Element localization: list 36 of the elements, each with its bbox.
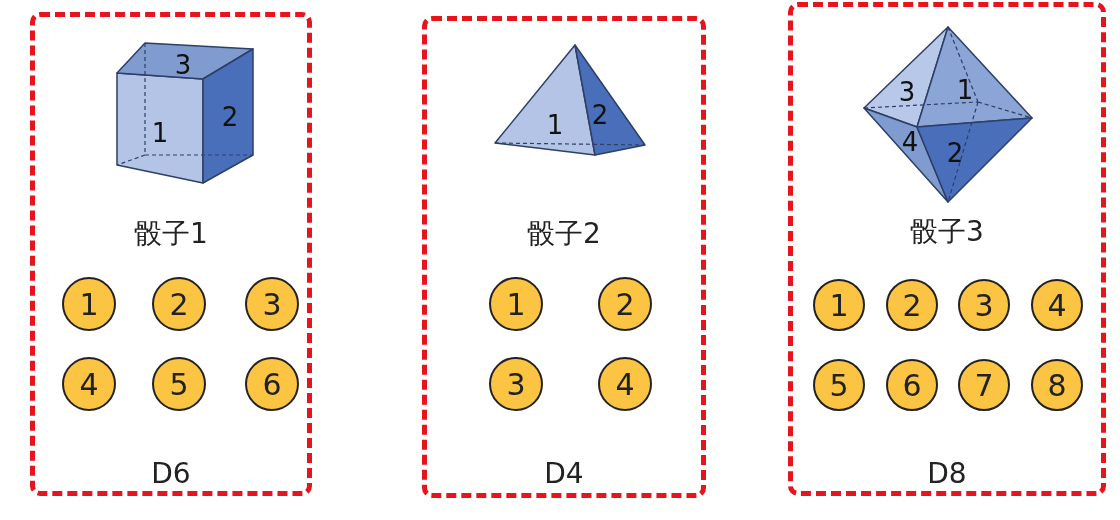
die-title: 骰子2: [527, 217, 601, 251]
die-notation: D6: [151, 457, 191, 491]
face-number: 2: [946, 139, 964, 167]
number-circle: 4: [598, 357, 652, 411]
number-circle: 2: [886, 279, 938, 331]
face-number: 1: [546, 111, 564, 139]
number-circle: 1: [813, 279, 865, 331]
die-notation: D8: [927, 457, 967, 491]
face-number: 2: [221, 103, 239, 131]
number-circle: 4: [1031, 279, 1083, 331]
number-circle: 3: [245, 277, 299, 331]
number-circle: 5: [152, 357, 206, 411]
face-number: 3: [174, 51, 192, 79]
number-circle: 2: [152, 277, 206, 331]
number-circle: 8: [1031, 359, 1083, 411]
number-circle: 6: [886, 359, 938, 411]
number-circle: 6: [245, 357, 299, 411]
number-circle: 3: [958, 279, 1010, 331]
number-circle: 5: [813, 359, 865, 411]
dashed-frame: [422, 16, 706, 498]
dashed-frame: [30, 12, 312, 496]
face-number: 1: [956, 76, 974, 104]
number-circle: 3: [489, 357, 543, 411]
face-number: 2: [591, 101, 609, 129]
face-number: 1: [151, 119, 169, 147]
die-title: 骰子1: [134, 217, 208, 251]
dashed-frame: [788, 2, 1106, 496]
number-circle: 2: [598, 277, 652, 331]
face-number: 3: [898, 78, 916, 106]
number-circle: 7: [958, 359, 1010, 411]
number-circle: 1: [62, 277, 116, 331]
die-title: 骰子3: [910, 215, 984, 249]
number-circle: 4: [62, 357, 116, 411]
face-number: 4: [901, 128, 919, 156]
number-circle: 1: [489, 277, 543, 331]
die-notation: D4: [544, 457, 584, 491]
